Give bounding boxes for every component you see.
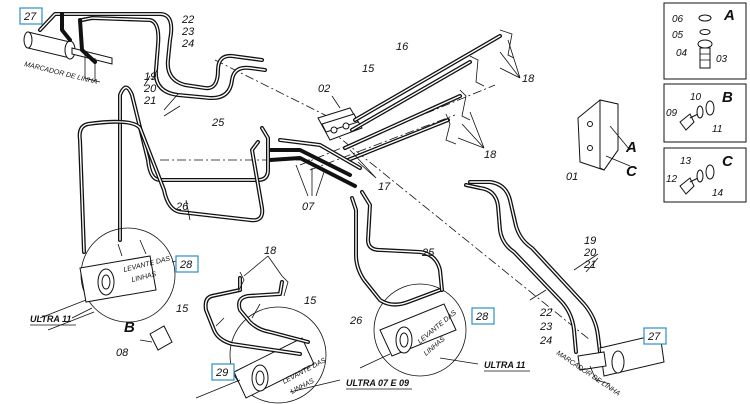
callout-box-28-left bbox=[175, 255, 199, 273]
label-25-right: 25 bbox=[421, 247, 435, 259]
label-08: 08 bbox=[116, 347, 129, 359]
panel-c-13: 13 bbox=[680, 156, 692, 167]
callout-28-left: 28 bbox=[179, 259, 193, 271]
label-23-right: 23 bbox=[539, 321, 553, 333]
label-18-top: 18 bbox=[522, 73, 535, 85]
letter-a-bracket: A bbox=[625, 139, 637, 156]
panel-c-12: 12 bbox=[666, 174, 678, 185]
label-21-top: 21 bbox=[143, 95, 156, 107]
letter-b-clamp: B bbox=[124, 319, 135, 336]
panel-b-11: 11 bbox=[712, 124, 722, 135]
callout-box-28-right bbox=[471, 307, 495, 325]
hose-15-center bbox=[203, 271, 310, 356]
callout-29: 29 bbox=[215, 367, 228, 379]
letter-a-panel: A bbox=[723, 7, 735, 24]
hose-07-bundle bbox=[268, 138, 362, 188]
panel-a-03: 03 bbox=[716, 54, 728, 65]
detail-panel-c bbox=[663, 147, 747, 203]
label-16: 16 bbox=[396, 41, 409, 53]
callout-27-bottom: 27 bbox=[647, 331, 661, 343]
label-18-mid: 18 bbox=[484, 149, 497, 161]
label-19-top: 19 bbox=[144, 71, 156, 83]
model-ultra0709: ULTRA 07 E 09 bbox=[346, 378, 409, 388]
label-07: 07 bbox=[302, 201, 315, 213]
panel-a-04: 04 bbox=[676, 48, 688, 59]
panel-b-09: 09 bbox=[666, 108, 678, 119]
callout-27-top: 27 bbox=[23, 11, 37, 23]
hose-25-26-right bbox=[350, 190, 444, 307]
label-18-bottom: 18 bbox=[264, 245, 277, 257]
label-23-top: 23 bbox=[181, 26, 195, 38]
letter-b-panel: B bbox=[722, 89, 733, 106]
hose-15-16-top-right bbox=[343, 29, 515, 162]
hose-19-24-right bbox=[464, 180, 602, 354]
label-20-top: 20 bbox=[143, 83, 157, 95]
model-ultra11-right: ULTRA 11 bbox=[484, 360, 525, 370]
label-15-top: 15 bbox=[362, 63, 375, 75]
label-01: 01 bbox=[566, 171, 578, 183]
marcador-text-top: MARCADOR DE LINHA bbox=[24, 61, 99, 86]
callout-box-27-bottom bbox=[643, 327, 667, 345]
label-26-right: 26 bbox=[349, 315, 363, 327]
lift-cylinder-center bbox=[195, 306, 327, 404]
bracket-01 bbox=[577, 99, 631, 171]
label-25-top: 25 bbox=[211, 117, 225, 129]
label-02: 02 bbox=[318, 83, 330, 95]
lift-cylinder-left bbox=[39, 227, 176, 331]
panel-a-05: 05 bbox=[672, 30, 684, 41]
assembly-lines bbox=[160, 59, 591, 341]
callout-box-27-top bbox=[19, 7, 43, 25]
letter-c-panel: C bbox=[722, 153, 734, 170]
label-15-left: 15 bbox=[176, 303, 189, 315]
detail-panel-a bbox=[663, 2, 747, 80]
detail-panel-b bbox=[663, 83, 747, 143]
callout-box-29 bbox=[211, 363, 235, 381]
hose-19-20-21-top bbox=[38, 12, 267, 101]
leader-lines bbox=[71, 39, 599, 393]
label-20-right: 20 bbox=[583, 247, 597, 259]
label-26-left: 26 bbox=[175, 201, 189, 213]
panel-b-10: 10 bbox=[690, 92, 702, 103]
panel-a-06: 06 bbox=[672, 14, 684, 25]
label-21-right: 21 bbox=[583, 259, 596, 271]
label-15-right: 15 bbox=[304, 295, 317, 307]
hydraulic-valve-02 bbox=[317, 107, 363, 141]
clamp-08 bbox=[139, 325, 173, 351]
hose-25-26-left bbox=[77, 85, 270, 254]
letter-c-bracket: C bbox=[626, 163, 638, 180]
panel-c-14: 14 bbox=[712, 188, 724, 199]
label-22-top: 22 bbox=[181, 14, 194, 26]
label-17: 17 bbox=[378, 181, 391, 193]
lift-cylinder-right bbox=[359, 283, 467, 377]
model-ultra11-left: ULTRA 11 bbox=[30, 314, 71, 324]
label-24-top: 24 bbox=[181, 38, 194, 50]
label-24-right: 24 bbox=[539, 335, 552, 347]
label-19-right: 19 bbox=[584, 235, 596, 247]
label-22-right: 22 bbox=[539, 307, 552, 319]
callout-28-right: 28 bbox=[475, 311, 489, 323]
